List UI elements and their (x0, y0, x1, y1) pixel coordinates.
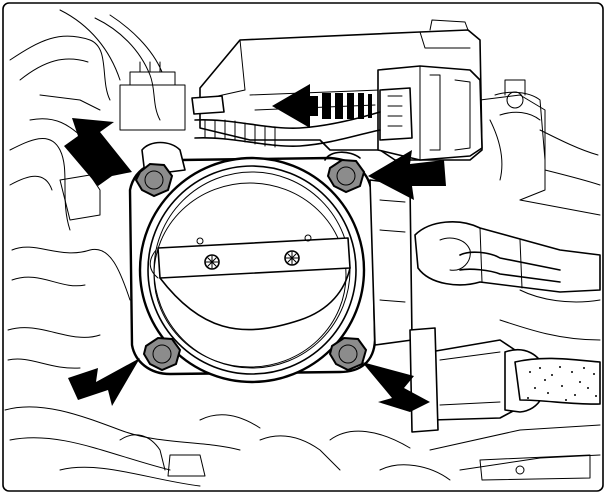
mounting-bolt-bottom-left (142, 336, 182, 372)
arrow-to-bolt-bottom-right (362, 362, 430, 412)
intake-hose (414, 221, 601, 293)
connector-disconnect-arrow (272, 84, 372, 128)
plate-screw-left (204, 254, 220, 270)
arrow-to-bolt-bottom-left (68, 358, 140, 406)
figure-border (2, 2, 604, 492)
throttle-plate (149, 234, 351, 331)
arrow-to-bolt-top-right (368, 150, 446, 200)
plate-screw-right (284, 250, 300, 266)
mounting-bolt-top-right (326, 158, 366, 194)
mounting-bolt-top-left (134, 162, 174, 198)
electrical-connector (377, 65, 483, 161)
background-engine-lines (4, 9, 601, 487)
arrow-to-bolt-top-left (64, 118, 132, 186)
mounting-bolt-bottom-right (328, 336, 368, 372)
dotted-hose (514, 357, 601, 405)
